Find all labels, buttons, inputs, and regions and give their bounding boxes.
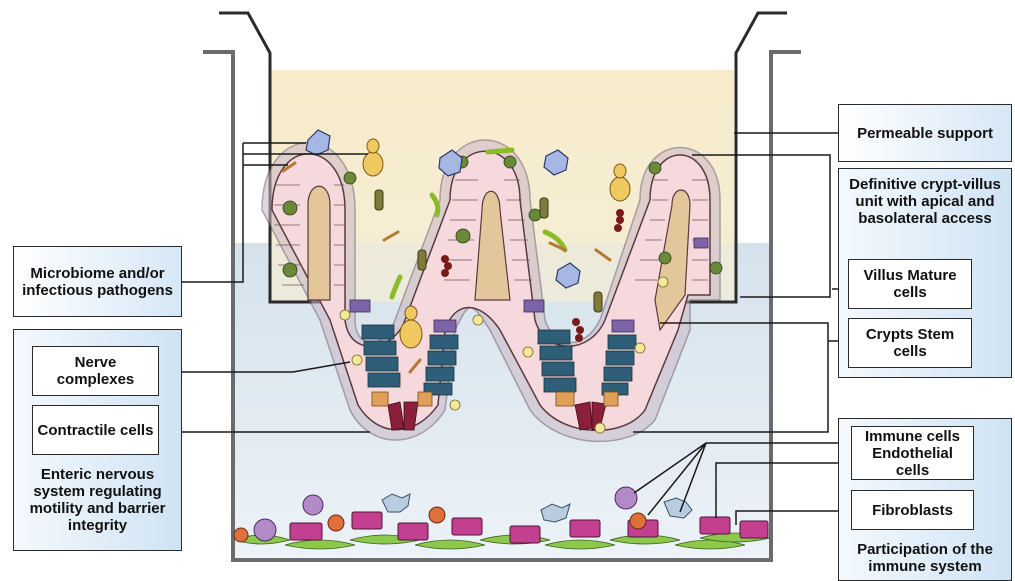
immune-endothelial-label: Immune cells Endothelial cells xyxy=(851,426,974,480)
crypts-label: Crypts Stem cells xyxy=(848,318,972,368)
immune-cells-text: Immune cells xyxy=(865,428,960,445)
contractile-cells-label: Contractile cells xyxy=(32,405,159,455)
fibroblasts-label: Fibroblasts xyxy=(851,490,974,530)
villus-label: Villus Mature cells xyxy=(848,259,972,309)
microbiome-text: Microbiome and/or infectious pathogens xyxy=(20,265,175,299)
endothelial-cells-text: Endothelial cells xyxy=(856,445,969,479)
permeable-support-text: Permeable support xyxy=(857,125,993,142)
microbiome-label: Microbiome and/or infectious pathogens xyxy=(13,246,182,317)
permeable-support-label: Permeable support xyxy=(838,104,1012,162)
crypts-text: Crypts Stem cells xyxy=(853,326,967,360)
contractile-cells-text: Contractile cells xyxy=(38,422,154,439)
villus-text: Villus Mature cells xyxy=(853,267,967,301)
enteric-caption: Enteric nervous system regulating motili… xyxy=(18,466,177,534)
immune-caption: Participation of the immune system xyxy=(842,541,1008,575)
fibroblasts-text: Fibroblasts xyxy=(872,502,953,519)
nerve-complexes-label: Nerve complexes xyxy=(32,346,159,396)
definitive-caption: Definitive crypt-villus unit with apical… xyxy=(842,176,1008,227)
nerve-complexes-text: Nerve complexes xyxy=(37,354,154,388)
